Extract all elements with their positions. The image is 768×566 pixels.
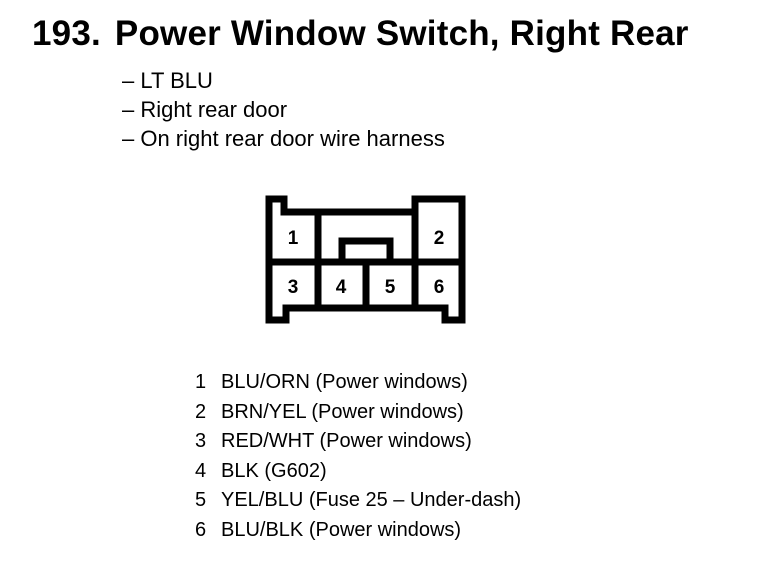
pin-number: 3	[195, 430, 207, 452]
pin-row: 3 RED/WHT (Power windows)	[195, 427, 521, 457]
pin-description: BLU/BLK (Power windows)	[221, 518, 462, 541]
cavity-label-2: 2	[434, 228, 445, 249]
pin-number: 2	[195, 400, 207, 423]
pin-description: YEL/BLU (Fuse 25 – Under-dash)	[221, 489, 522, 511]
cavity-label-4: 4	[336, 277, 347, 298]
cavity-label-3: 3	[288, 277, 299, 298]
pin-row: 5 YEL/BLU (Fuse 25 – Under-dash)	[195, 486, 521, 516]
locking-tab	[338, 237, 394, 262]
connector-harness: – On right rear door wire harness	[122, 126, 445, 151]
pin-row: 4 BLK (G602)	[195, 457, 521, 487]
connector-outline	[265, 195, 466, 324]
pin-row: 6 BLU/BLK (Power windows)	[195, 516, 521, 546]
cavity-label-1: 1	[288, 228, 299, 249]
connector-info: – LT BLU – Right rear door – On right re…	[122, 66, 445, 153]
connector-diagram: 1 2 3 4 5 6	[265, 195, 466, 324]
cavity-label-6: 6	[434, 277, 445, 298]
pin-list: 1 BLU/ORN (Power windows) 2 BRN/YEL (Power…	[195, 368, 521, 545]
pin-description: BLU/ORN (Power windows)	[221, 371, 468, 393]
pin-number: 1	[195, 371, 207, 393]
cavity-label-5: 5	[385, 277, 396, 298]
pin-row: 1 BLU/ORN (Power windows)	[195, 368, 521, 398]
pin-description: BRN/YEL (Power windows)	[221, 400, 464, 423]
page-title: 193. Power Window Switch, Right Rear	[32, 14, 689, 54]
title-text: Power Window Switch, Right Rear	[114, 14, 689, 53]
pin-number: 4	[195, 459, 207, 482]
pin-description: BLK (G602)	[221, 459, 327, 482]
pin-number: 6	[195, 518, 207, 541]
pin-description: RED/WHT (Power windows)	[221, 430, 472, 452]
pin-row: 2 BRN/YEL (Power windows)	[195, 398, 521, 428]
section-number: 193.	[32, 14, 101, 53]
pin-number: 5	[195, 489, 207, 511]
connector-location: – Right rear door	[122, 97, 288, 122]
connector-color: – LT BLU	[122, 68, 213, 93]
